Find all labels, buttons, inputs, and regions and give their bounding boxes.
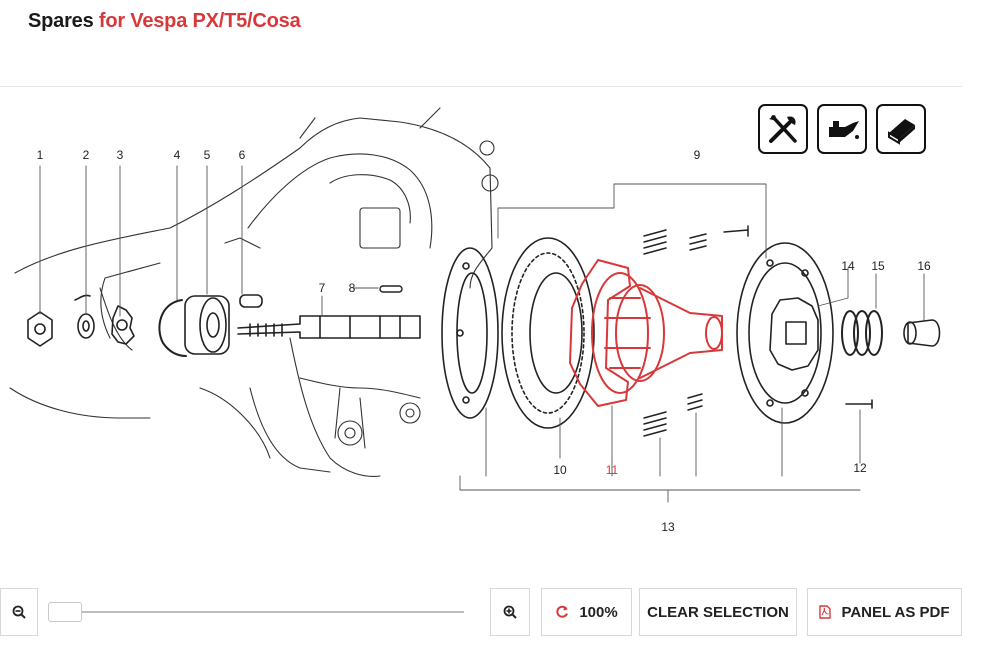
viewer-toolbar: 100% CLEAR SELECTION PANEL AS PDF: [0, 588, 1000, 638]
zoom-slider[interactable]: [48, 602, 464, 622]
part-label[interactable]: 5: [204, 148, 211, 162]
part-7-shaft[interactable]: [237, 315, 421, 339]
part-label[interactable]: 13: [661, 520, 675, 534]
part-1-nut[interactable]: [27, 311, 53, 347]
zoom-out-icon: [12, 605, 26, 619]
part-13-plate-right[interactable]: [736, 242, 834, 424]
reset-icon: [556, 605, 569, 618]
header-divider: [0, 86, 962, 87]
part-15-spring[interactable]: [841, 310, 883, 356]
part-2-washer[interactable]: [74, 294, 95, 339]
page-title: Spares for Vespa PX/T5/Cosa: [28, 10, 301, 33]
exploded-parts-diagram[interactable]: 1 2 3 4 5 6 7 8 9 10 11 12 13 14 15 16: [0, 88, 1000, 588]
tool-icons-group: [758, 104, 926, 154]
part-label[interactable]: 12: [853, 461, 867, 475]
part-label[interactable]: 15: [871, 259, 885, 273]
part-label[interactable]: 6: [239, 148, 246, 162]
part-8-pin[interactable]: [379, 285, 403, 293]
pdf-icon: [819, 605, 832, 619]
engine-casing: [9, 107, 499, 477]
part-label[interactable]: 9: [694, 148, 701, 162]
oil-can-icon[interactable]: [817, 104, 867, 154]
part-label-selected[interactable]: 11: [606, 463, 619, 477]
zoom-slider-track: [48, 611, 464, 613]
panel-as-pdf-label: PANEL AS PDF: [841, 603, 950, 621]
part-11-clutch-selected[interactable]: [569, 259, 723, 407]
zoom-in-button[interactable]: [490, 588, 530, 636]
zoom-in-icon: [503, 605, 517, 619]
panel-as-pdf-button[interactable]: PANEL AS PDF: [807, 588, 962, 636]
part-labels: 1 2 3 4 5 6 7 8 9 10 11 12 13 14 15 16: [37, 148, 931, 534]
zoom-slider-thumb[interactable]: [48, 602, 82, 622]
part-14-hub[interactable]: [769, 297, 819, 371]
part-13-gasket-left[interactable]: [441, 247, 499, 419]
part-9-springs[interactable]: [643, 225, 749, 437]
part-label[interactable]: 7: [319, 281, 326, 295]
part-4-circlip[interactable]: [158, 299, 187, 357]
part-label[interactable]: 1: [37, 148, 44, 162]
clear-selection-label: CLEAR SELECTION: [647, 603, 789, 621]
part-6-pin[interactable]: [239, 294, 263, 308]
part-10-gear[interactable]: [501, 237, 595, 429]
leader-lines: [39, 165, 925, 503]
zoom-level: 100%: [579, 603, 618, 621]
part-label[interactable]: 2: [83, 148, 90, 162]
reset-zoom-button[interactable]: 100%: [541, 588, 632, 636]
zoom-out-button[interactable]: [0, 588, 38, 636]
clear-selection-button[interactable]: CLEAR SELECTION: [639, 588, 797, 636]
part-label[interactable]: 4: [174, 148, 181, 162]
part-16-cap[interactable]: [903, 319, 941, 347]
title-prefix: Spares: [28, 10, 94, 32]
part-label[interactable]: 3: [117, 148, 124, 162]
part-3-lock-washer[interactable]: [111, 305, 135, 345]
part-label[interactable]: 10: [553, 463, 567, 477]
part-label[interactable]: 8: [349, 281, 356, 295]
part-label[interactable]: 14: [841, 259, 855, 273]
title-model: for Vespa PX/T5/Cosa: [98, 10, 301, 32]
part-12-screw[interactable]: [845, 399, 873, 409]
tools-icon[interactable]: [758, 104, 808, 154]
part-label[interactable]: 16: [917, 259, 931, 273]
part-5-bearing[interactable]: [184, 295, 230, 355]
manual-book-icon[interactable]: [876, 104, 926, 154]
